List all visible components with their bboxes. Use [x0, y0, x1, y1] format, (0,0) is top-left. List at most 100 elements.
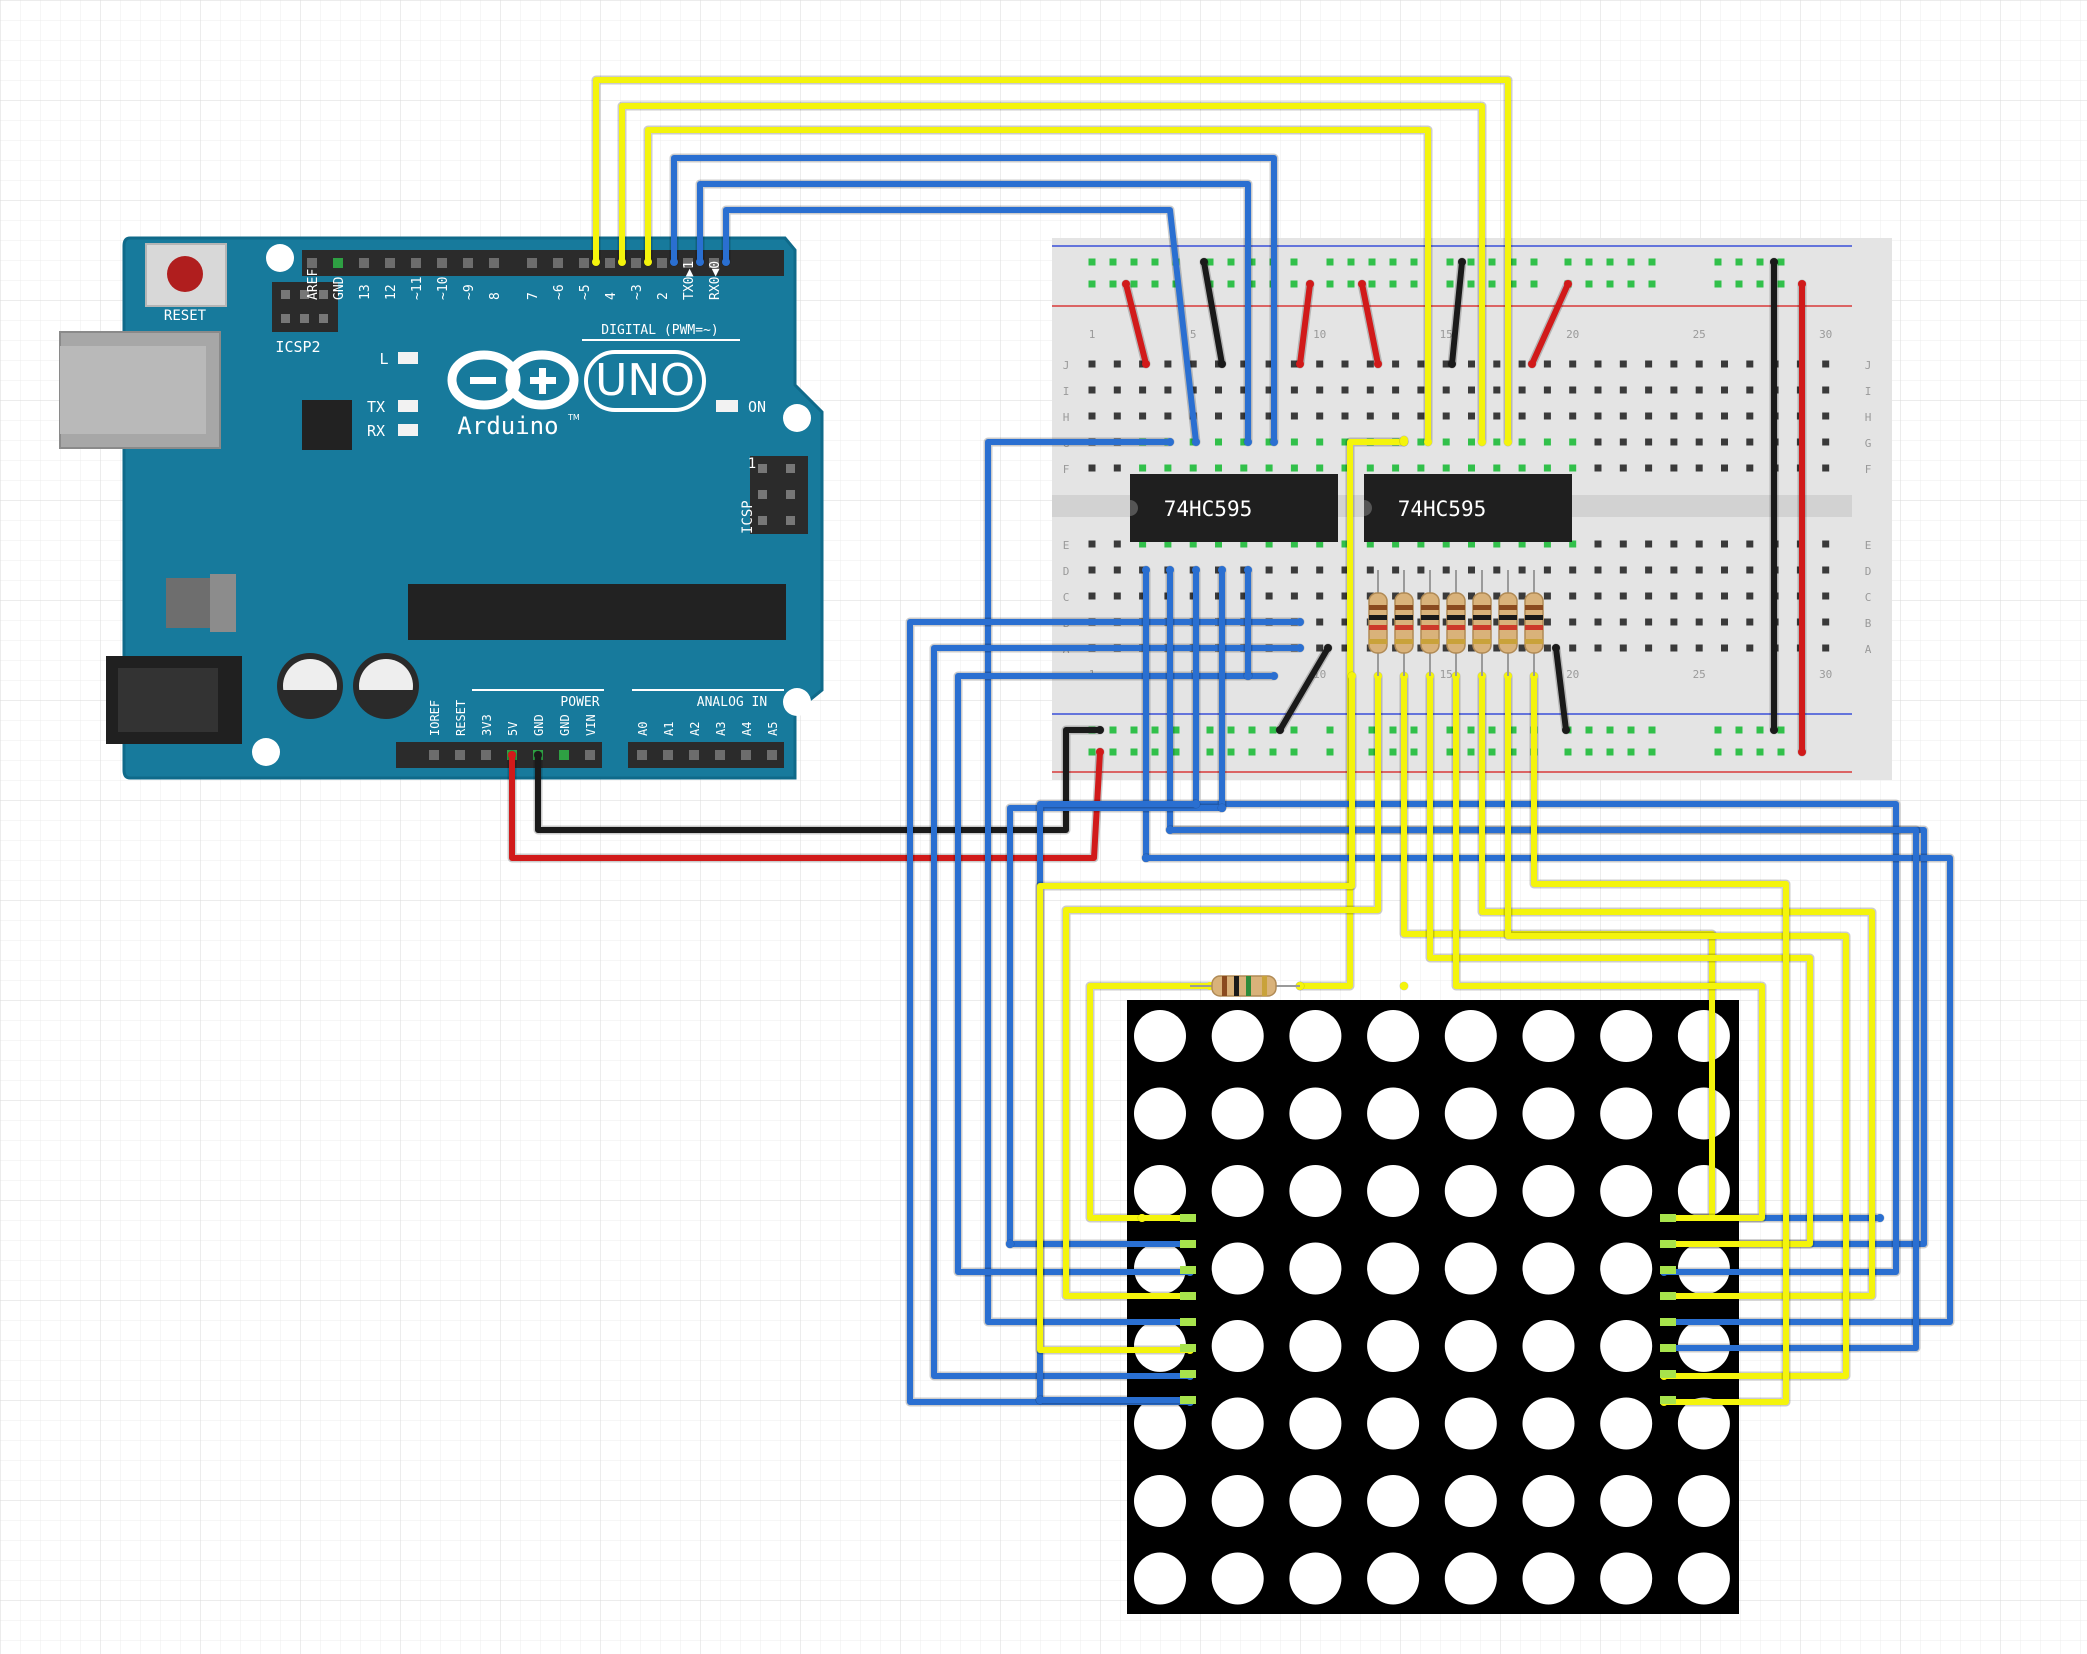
rail-hole — [1326, 258, 1334, 266]
wire-yellow[interactable] — [619, 103, 1485, 445]
breadboard-hole — [1493, 592, 1501, 600]
resistor-body[interactable] — [1211, 975, 1277, 997]
wire-blue[interactable] — [1143, 855, 1953, 1325]
breadboard-hole — [1619, 566, 1627, 574]
row-letter: H — [1865, 411, 1872, 424]
breadboard-hole — [1518, 412, 1526, 420]
wire-red[interactable] — [1297, 281, 1313, 367]
breadboard-hole — [1189, 464, 1197, 472]
wire-blue[interactable] — [1193, 567, 1899, 1275]
wire-yellow[interactable] — [645, 127, 1431, 445]
analog-pin[interactable] — [637, 750, 647, 760]
matrix-pin-left[interactable] — [1180, 1266, 1196, 1274]
power-header — [396, 742, 602, 768]
matrix-pin-left[interactable] — [1180, 1370, 1196, 1378]
matrix-pin-right[interactable] — [1660, 1396, 1676, 1404]
wire-blue[interactable] — [931, 645, 1303, 1379]
breadboard-hole — [1139, 540, 1147, 548]
wire-yellow[interactable] — [1453, 673, 1765, 1221]
digital-pin[interactable] — [359, 258, 369, 268]
wire-blue-end — [1270, 672, 1278, 680]
rail-hole — [1606, 748, 1614, 756]
wire-yellow[interactable] — [1063, 673, 1381, 1299]
power-pin[interactable] — [455, 750, 465, 760]
wire-blue[interactable] — [985, 439, 1193, 1325]
power-header-label: POWER — [560, 695, 599, 710]
digital-pin[interactable] — [709, 258, 719, 268]
wire-yellow[interactable] — [593, 77, 1511, 445]
wire-blue[interactable] — [723, 207, 1199, 445]
wire-blue[interactable] — [697, 181, 1251, 445]
analog-pin[interactable] — [767, 750, 777, 760]
matrix-pin-right[interactable] — [1660, 1344, 1676, 1352]
digital-pin[interactable] — [553, 258, 563, 268]
digital-pin[interactable] — [333, 258, 343, 268]
breadboard-hole — [1468, 438, 1475, 446]
matrix-pin-left[interactable] — [1180, 1240, 1196, 1248]
digital-pin[interactable] — [463, 258, 473, 268]
digital-pin[interactable] — [437, 258, 447, 268]
breadboard-hole — [1670, 464, 1678, 472]
matrix-led — [1444, 1242, 1497, 1295]
rail-hole — [1368, 726, 1376, 734]
wire-black[interactable] — [535, 727, 1103, 833]
digital-pin[interactable] — [385, 258, 395, 268]
digital-pin[interactable] — [605, 258, 615, 268]
digital-pin[interactable] — [683, 258, 693, 268]
analog-pin[interactable] — [689, 750, 699, 760]
breadboard-hole — [1215, 592, 1222, 600]
breadboard-hole — [1392, 540, 1400, 548]
power-pin[interactable] — [585, 750, 595, 760]
wire-black[interactable] — [1201, 259, 1225, 367]
digital-pin[interactable] — [527, 258, 537, 268]
matrix-pin-left[interactable] — [1180, 1344, 1196, 1352]
matrix-pin-left[interactable] — [1180, 1396, 1196, 1404]
breadboard-hole — [1670, 592, 1678, 600]
digital-pin[interactable] — [657, 258, 667, 268]
breadboard-hole — [1645, 464, 1653, 472]
wire-yellow[interactable] — [1479, 673, 1875, 1299]
wire-black[interactable] — [1553, 645, 1569, 733]
matrix-pin-right[interactable] — [1660, 1266, 1676, 1274]
digital-pin[interactable] — [489, 258, 499, 268]
matrix-pin-left[interactable] — [1180, 1292, 1196, 1300]
matrix-pin-left[interactable] — [1180, 1318, 1196, 1326]
wire-yellow[interactable] — [1037, 673, 1355, 1353]
matrix-pin-right[interactable] — [1660, 1292, 1676, 1300]
power-jack-inner — [118, 668, 218, 732]
power-pin[interactable] — [429, 750, 439, 760]
analog-pin[interactable] — [663, 750, 673, 760]
digital-pin[interactable] — [579, 258, 589, 268]
resistor-band — [1473, 639, 1491, 644]
breadboard-hole — [1290, 566, 1298, 574]
wire-blue[interactable] — [1007, 567, 1225, 1247]
resistor-band — [1447, 625, 1465, 630]
wire-blue[interactable] — [671, 155, 1277, 445]
matrix-pin-right[interactable] — [1660, 1240, 1676, 1248]
analog-pin[interactable] — [741, 750, 751, 760]
matrix-pin-left[interactable] — [1180, 1214, 1196, 1222]
wire-blue[interactable] — [955, 673, 1277, 1275]
digital-pin[interactable] — [307, 258, 317, 268]
wire-red[interactable] — [1359, 281, 1381, 367]
wire-yellow[interactable] — [1531, 673, 1789, 1405]
wire-red[interactable] — [1123, 281, 1149, 367]
reset-button-cap[interactable] — [167, 256, 203, 292]
matrix-pin-right[interactable] — [1660, 1318, 1676, 1326]
matrix-pin-right[interactable] — [1660, 1370, 1676, 1378]
wire-blue[interactable] — [1167, 567, 1927, 1247]
wire-yellow[interactable] — [1087, 983, 1213, 1221]
digital-pin[interactable] — [631, 258, 641, 268]
wire-black[interactable] — [1277, 645, 1331, 733]
matrix-pin-right[interactable] — [1660, 1214, 1676, 1222]
matrix-led — [1522, 1242, 1575, 1295]
wire-red[interactable] — [1529, 281, 1571, 367]
digital-pin[interactable] — [411, 258, 421, 268]
breadboard-hole — [1619, 464, 1627, 472]
wire-blue[interactable] — [1167, 827, 1919, 1351]
wire-yellow[interactable] — [1427, 673, 1813, 1247]
power-pin[interactable] — [559, 750, 569, 760]
analog-pin[interactable] — [715, 750, 725, 760]
wire-black[interactable] — [1449, 259, 1465, 367]
power-pin[interactable] — [481, 750, 491, 760]
